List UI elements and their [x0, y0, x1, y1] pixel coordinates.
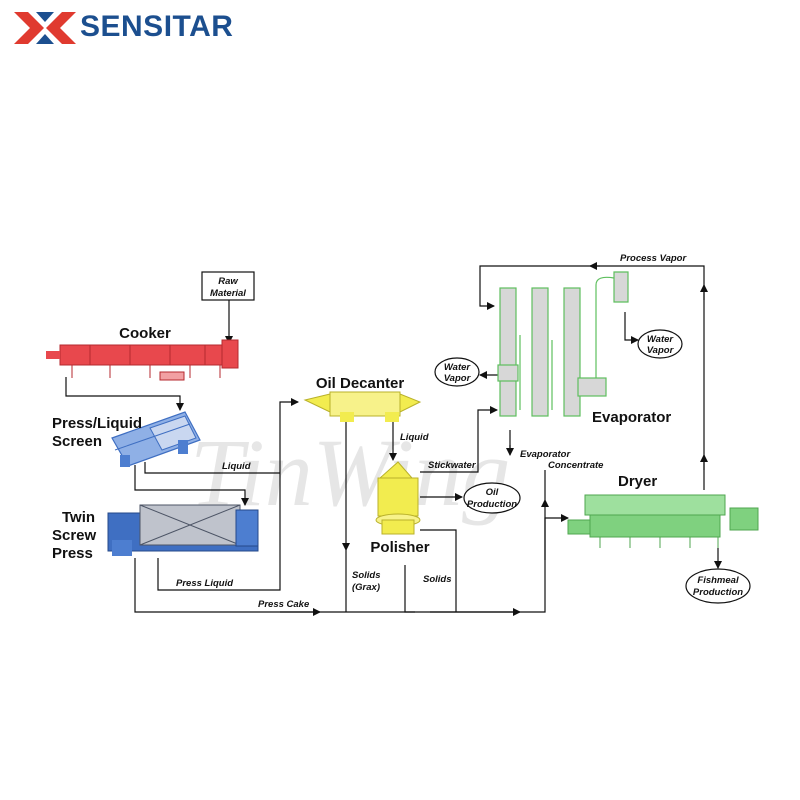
flow-label-solids: Solids [423, 574, 452, 585]
polisher [375, 461, 421, 535]
svg-text:Vapor: Vapor [444, 373, 472, 384]
press-screen-label-2: Screen [52, 433, 102, 450]
evaporator [497, 271, 629, 417]
flow-label-evap-concentrate-2: Concentrate [548, 460, 604, 471]
dryer-label: Dryer [618, 473, 657, 490]
flow-label-solids-grax-1: Solids [352, 570, 381, 581]
svg-text:Oil: Oil [486, 487, 499, 498]
oil-decanter [303, 391, 422, 422]
flow-label-process-vapor: Process Vapor [620, 253, 687, 264]
flow-label-evap-concentrate-1: Evaporator [520, 449, 571, 460]
flow-label-stickwater: Stickwater [428, 460, 477, 471]
svg-text:Material: Material [210, 288, 246, 299]
flow-label-liquid-decanter: Liquid [400, 432, 429, 443]
twin-screw-label-1: Twin [62, 509, 95, 526]
cooker-label: Cooker [119, 325, 171, 342]
twin-screw-press [107, 504, 259, 556]
flow-label-solids-grax-2: (Grax) [352, 582, 380, 593]
cooker-machine [46, 339, 239, 381]
twin-screw-label-2: Screw [52, 527, 97, 544]
press-liquid-screen [111, 411, 201, 467]
svg-text:Raw: Raw [218, 276, 238, 287]
flow-label-liquid-screen: Liquid [222, 461, 251, 472]
water-vapor-top-oval: Water Vapor [637, 329, 683, 359]
svg-text:Production: Production [693, 587, 743, 598]
brand-name: SENSITAR [80, 10, 234, 43]
svg-text:Water: Water [647, 334, 675, 345]
svg-text:Vapor: Vapor [647, 345, 675, 356]
svg-text:Production: Production [467, 499, 517, 510]
fishmeal-production-oval: Fishmeal Production [685, 568, 751, 604]
twin-screw-label-3: Press [52, 545, 93, 562]
oil-production-oval: Oil Production [463, 482, 521, 514]
flow-label-press-liquid: Press Liquid [176, 578, 233, 589]
svg-text:Water: Water [444, 362, 472, 373]
polisher-label: Polisher [370, 539, 429, 556]
dryer [567, 494, 759, 548]
svg-text:Fishmeal: Fishmeal [697, 575, 739, 586]
sensitar-logo-icon [14, 12, 76, 44]
flow-label-press-cake: Press Cake [258, 599, 310, 610]
oil-decanter-label: Oil Decanter [316, 375, 405, 392]
flow-lines [65, 262, 722, 616]
evaporator-label: Evaporator [592, 409, 671, 426]
raw-material-box: Raw Material [201, 271, 255, 301]
water-vapor-left-oval: Water Vapor [434, 357, 480, 387]
press-screen-label-1: Press/Liquid [52, 415, 142, 432]
brand-logo [10, 8, 270, 48]
